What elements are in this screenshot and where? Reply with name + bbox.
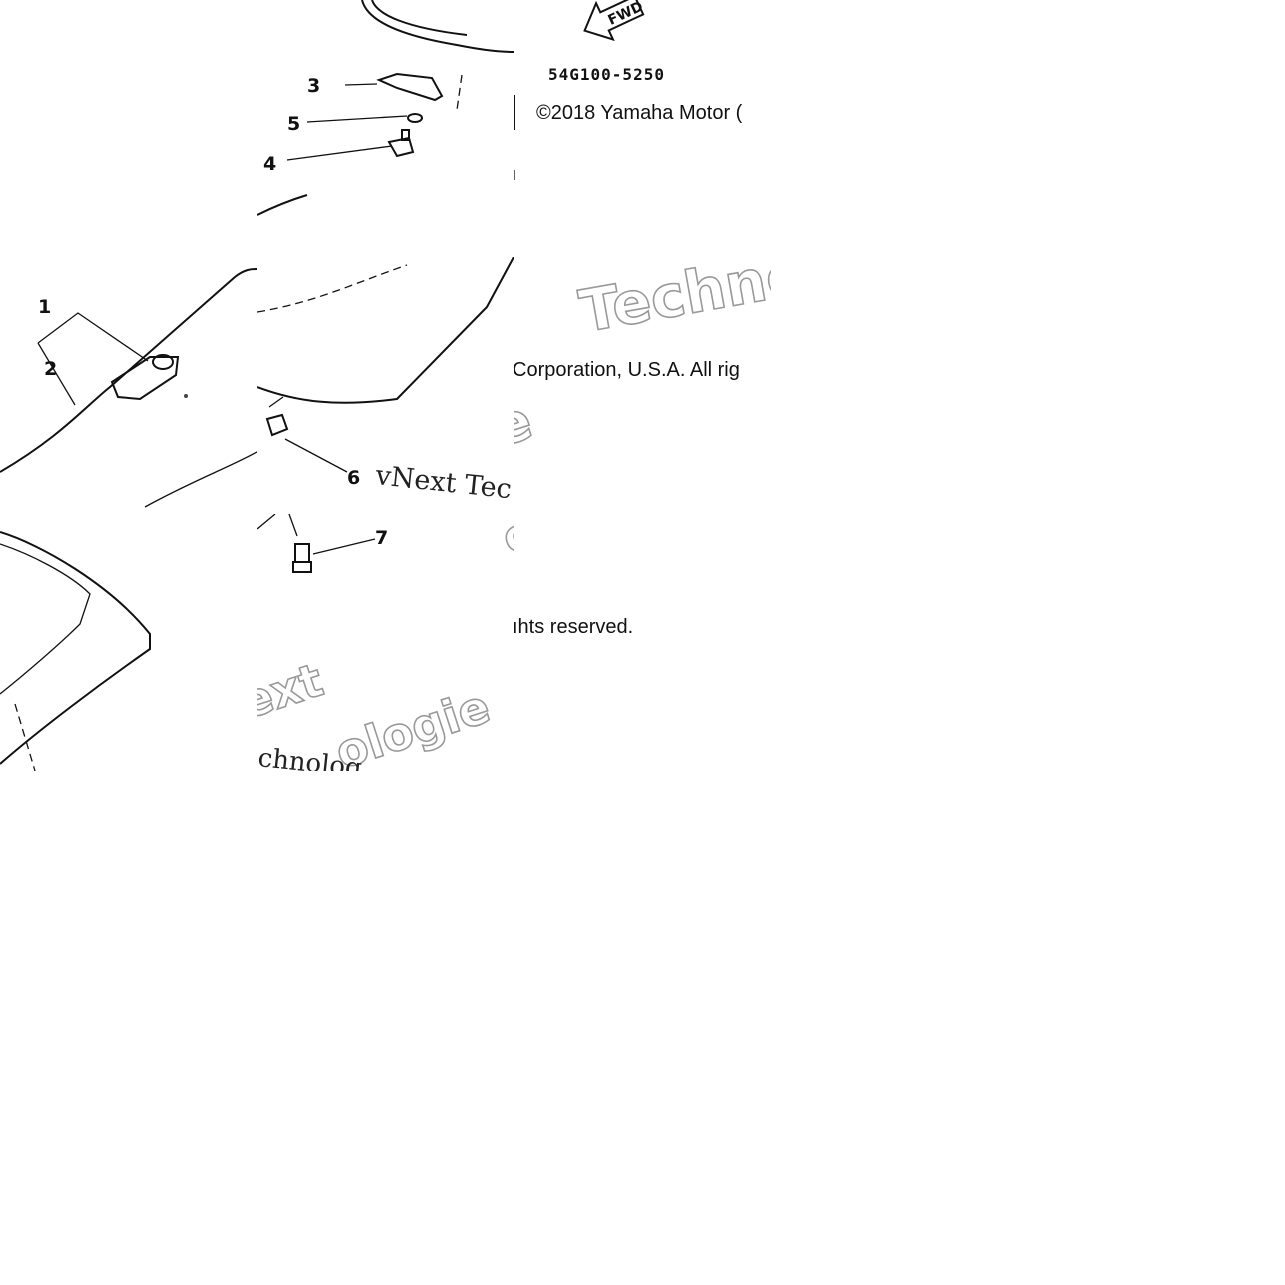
- callout-4: 4: [263, 153, 276, 175]
- alignment-line: [456, 74, 463, 111]
- leader-7: [312, 538, 376, 555]
- bolt-part-4: [387, 129, 415, 158]
- watermark-hnologies: hnologies: [511, 514, 514, 549]
- seat-dashed-curve: [257, 264, 408, 313]
- watermark-ologie: ologie: [497, 514, 514, 564]
- diagram-tile-bolt: 7 hnologies ext ologie chnolog ologie: [257, 514, 514, 771]
- watermark-ext: ext: [257, 652, 329, 729]
- leader-4: [286, 145, 393, 161]
- part-code: 54G100-5250: [548, 65, 665, 84]
- seat-inner-top: [371, 0, 468, 36]
- copyright-line-2: Corporation, U.S.A. All rig: [514, 359, 740, 381]
- diagram-tile-cowl: [0, 514, 257, 771]
- watermark-vnext-serif: vNext Tec: [373, 460, 513, 505]
- copyright-line-3: ıhts reserved.: [514, 616, 634, 638]
- washer-part-5: [407, 113, 423, 123]
- hinge-pin: [152, 354, 174, 370]
- leader-6b: [268, 396, 284, 408]
- leader-7-top: [288, 514, 298, 537]
- diagram-tile-top-right: FWD 54G100-5250: [514, 0, 771, 257]
- seat-back-outline: [0, 268, 257, 473]
- callout-6: 6: [347, 467, 360, 489]
- diagram-tile-hinge: 1 2: [0, 257, 257, 514]
- cowl-outline: [0, 531, 151, 765]
- copyright-line-1: ©2018 Yamaha Motor (: [536, 102, 743, 124]
- watermark-vne: vNe: [514, 388, 539, 484]
- leader-3: [344, 83, 378, 86]
- leader-2: [37, 342, 76, 406]
- leader-6: [284, 438, 348, 473]
- screw-hole: [184, 394, 188, 398]
- fwd-label: FWD: [606, 0, 646, 29]
- bolt-part-7: [292, 543, 312, 573]
- callout-2: 2: [44, 358, 57, 380]
- watermark-techno: Techno: [575, 257, 771, 346]
- leader-5: [306, 115, 408, 123]
- seat-base-outline: [257, 257, 514, 404]
- callout-3: 3: [307, 75, 320, 97]
- callout-7: 7: [375, 527, 388, 549]
- diagram-tile-watermark: Techno vNe Corporation, U.S.A. All rig: [514, 257, 771, 514]
- leader-1: [37, 312, 149, 362]
- callout-1: 1: [38, 296, 51, 318]
- cowl-inner: [0, 543, 91, 695]
- seat-outline-top: [361, 0, 514, 53]
- hinge-part-1: [110, 356, 180, 401]
- diagram-tile-copyright-bottom: ıhts reserved.: [514, 514, 771, 771]
- cowl-edge: [257, 194, 308, 216]
- edge-mark: [257, 514, 276, 530]
- seat-lower-outline: [144, 451, 257, 508]
- fwd-arrow-icon: FWD: [583, 0, 646, 42]
- clip-part-6: [265, 413, 289, 437]
- diagram-tile-seat-center: 6 vNext Tec: [257, 257, 514, 514]
- diagram-tile-top-left: 3 5 4: [257, 0, 514, 257]
- bracket-part-3: [376, 72, 444, 102]
- callout-5: 5: [287, 113, 300, 135]
- cowl-dashed: [14, 703, 36, 771]
